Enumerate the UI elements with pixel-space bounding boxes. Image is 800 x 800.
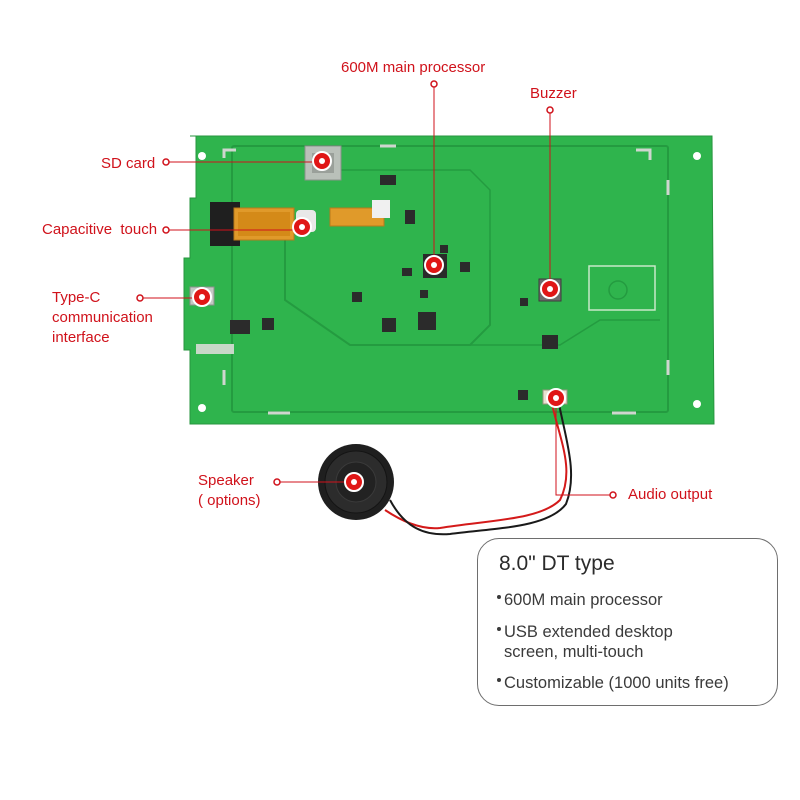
label-type-c-line2: communication [52,309,153,326]
label-speaker-line2: ( options) [198,492,261,509]
mount-hole [693,152,701,160]
label-sd-card: SD card [101,155,156,172]
bullet-icon [497,626,501,631]
label-audio-output: Audio output [628,486,713,503]
info-item-text: Customizable (1000 units free) [504,674,729,692]
mount-hole [198,152,206,160]
label-type-c: Type-C communication interface [52,288,153,348]
mount-hole [693,400,701,408]
marker-touch [292,217,312,237]
label-speaker: Speaker ( options) [198,471,261,511]
callout-markers [192,151,566,492]
info-item: 600M main processor [497,590,663,610]
label-type-c-line3: interface [52,329,110,346]
label-processor: 600M main processor [341,59,486,76]
marker-audio [546,388,566,408]
marker-speaker [344,472,364,492]
info-item-text: screen, multi-touch [504,643,644,661]
info-item-text: 600M main processor [504,591,663,609]
label-capacitive-touch: Capacitive touch [42,221,158,238]
label-type-c-line1: Type-C [52,289,101,306]
pcb-board [183,135,715,425]
label-speaker-line1: Speaker [198,472,254,489]
info-item: Customizable (1000 units free) [497,673,729,693]
bullet-icon [497,677,501,682]
marker-type-c [192,287,212,307]
mount-hole [198,404,206,412]
speaker-cable-red [384,403,568,530]
marker-buzzer [540,279,560,299]
info-card: 8.0" DT type 600M main processor USB ext… [477,538,778,706]
label-buzzer: Buzzer [530,85,577,102]
info-title: 8.0" DT type [499,552,615,575]
info-item: USB extended desktop screen, multi-touch [497,622,673,662]
bullet-icon [497,594,501,599]
marker-processor [424,255,444,275]
marker-sd-card [312,151,332,171]
info-item-text: USB extended desktop [504,623,673,641]
speaker-cable-black [389,403,573,536]
